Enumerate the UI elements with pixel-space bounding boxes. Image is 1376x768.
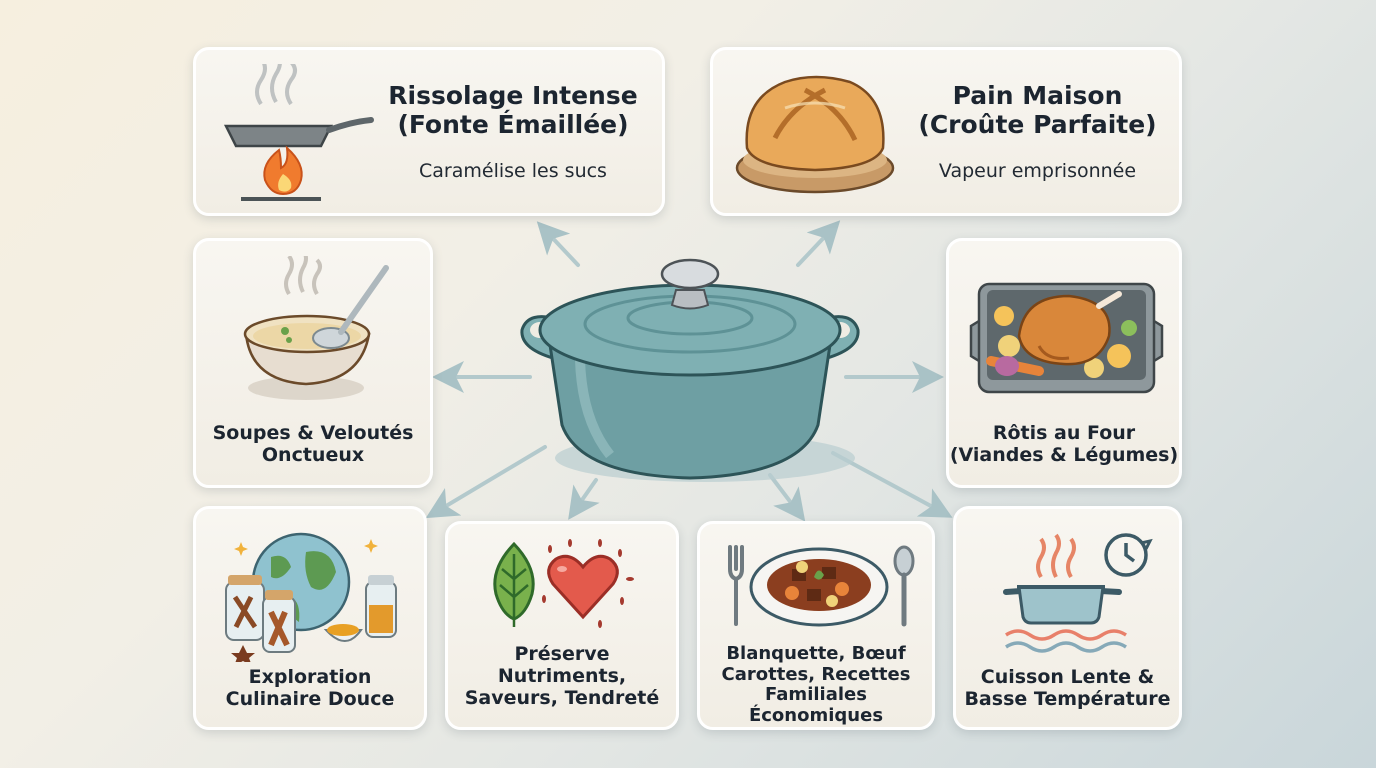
card-title-line: (Viandes & Légumes) (949, 443, 1179, 466)
pot-clock-heat-icon (1001, 527, 1161, 657)
frying-pan-flame-icon (221, 64, 381, 204)
card-title-line: Rôtis au Four (992, 422, 1136, 444)
card-subtitle: Vapeur emprisonnée (938, 160, 1137, 182)
card-title-line: Saveurs, Tendreté (464, 686, 660, 709)
card-subtitle: Caramélise les sucs (419, 160, 607, 182)
card-title-line: Blanquette, Bœuf (726, 643, 906, 664)
card-title-line: Familiales Économiques (748, 684, 884, 727)
card-bread: Pain Maison (Croûte Parfaite) Vapeur emp… (710, 47, 1182, 216)
card-soups: Soupes & Veloutés Onctueux (193, 238, 433, 488)
bread-loaf-icon (735, 68, 900, 198)
soup-bowl-ladle-icon (241, 256, 391, 406)
card-title-line: Basse Température (964, 687, 1171, 710)
card-slow-cooking: Cuisson Lente & Basse Température (953, 506, 1182, 730)
card-title-line: Culinaire Douce (225, 687, 395, 710)
card-title-line: Exploration (248, 666, 372, 688)
card-stews: Blanquette, Bœuf Carottes, Recettes Fami… (697, 521, 935, 730)
card-title-line: Préserve (514, 643, 610, 665)
card-title-line: (Croûte Parfaite) (918, 109, 1157, 139)
roast-chicken-tray-icon (969, 276, 1164, 406)
card-title-line: Rissolage Intense (388, 81, 638, 110)
card-title-line: (Fonte Émaillée) (397, 109, 629, 139)
card-nutrients: Préserve Nutriments, Saveurs, Tendreté (445, 521, 679, 730)
globe-spices-icon (221, 527, 401, 662)
card-roasts: Rôtis au Four (Viandes & Légumes) (946, 238, 1182, 488)
leaf-heart-icon (488, 539, 643, 629)
card-exploration: Exploration Culinaire Douce (193, 506, 427, 730)
dutch-oven-icon (500, 250, 880, 485)
stew-plate-cutlery-icon (722, 539, 917, 634)
card-title-line: Nutriments, (497, 664, 627, 687)
card-searing: Rissolage Intense (Fonte Émaillée) Caram… (193, 47, 665, 216)
card-title-line: Pain Maison (952, 81, 1123, 110)
card-title-line: Cuisson Lente & (980, 666, 1155, 688)
card-title-line: Onctueux (261, 443, 365, 466)
card-title-line: Carottes, Recettes (721, 663, 911, 685)
card-title-line: Soupes & Veloutés (212, 422, 414, 444)
